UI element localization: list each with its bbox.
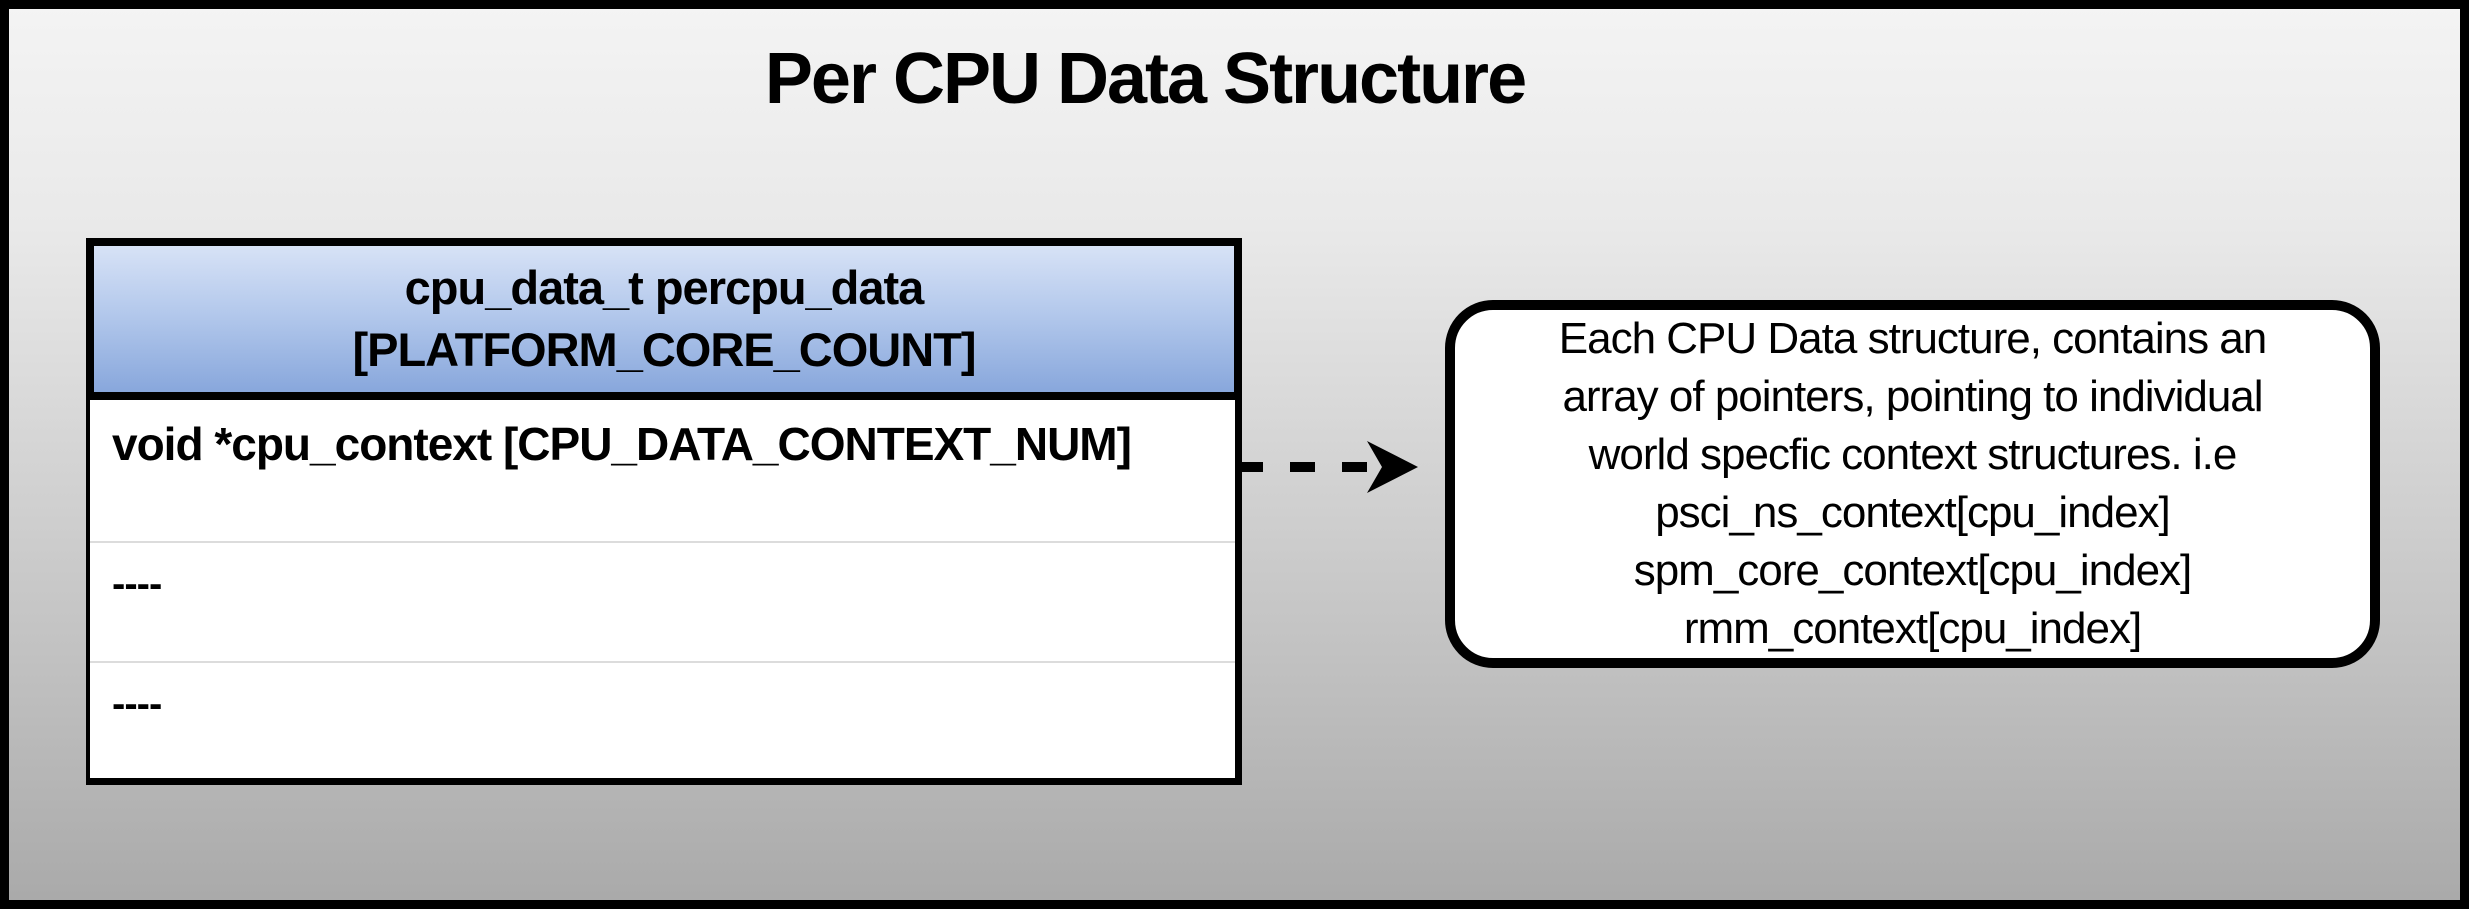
table-row: void *cpu_context [CPU_DATA_CONTEXT_NUM] — [90, 400, 1235, 541]
row-label: void *cpu_context [CPU_DATA_CONTEXT_NUM] — [112, 418, 1132, 470]
row-label: ---- — [112, 682, 162, 726]
table-row: ---- — [90, 543, 1235, 661]
cpu-data-structure-box: cpu_data_t percpu_data [PLATFORM_CORE_CO… — [86, 238, 1242, 785]
annotation-callout: Each CPU Data structure, contains an arr… — [1445, 300, 2380, 668]
dashed-arrow-icon — [1238, 441, 1418, 493]
callout-text: Each CPU Data structure, contains an arr… — [1558, 314, 2267, 653]
table-body: void *cpu_context [CPU_DATA_CONTEXT_NUM]… — [86, 400, 1242, 785]
diagram-title: Per CPU Data Structure — [764, 39, 1527, 119]
table-header: cpu_data_t percpu_data [PLATFORM_CORE_CO… — [86, 238, 1242, 400]
row-separator — [90, 541, 1235, 543]
table-row: ---- — [90, 663, 1235, 778]
row-separator — [90, 661, 1235, 663]
row-label: ---- — [112, 562, 162, 606]
